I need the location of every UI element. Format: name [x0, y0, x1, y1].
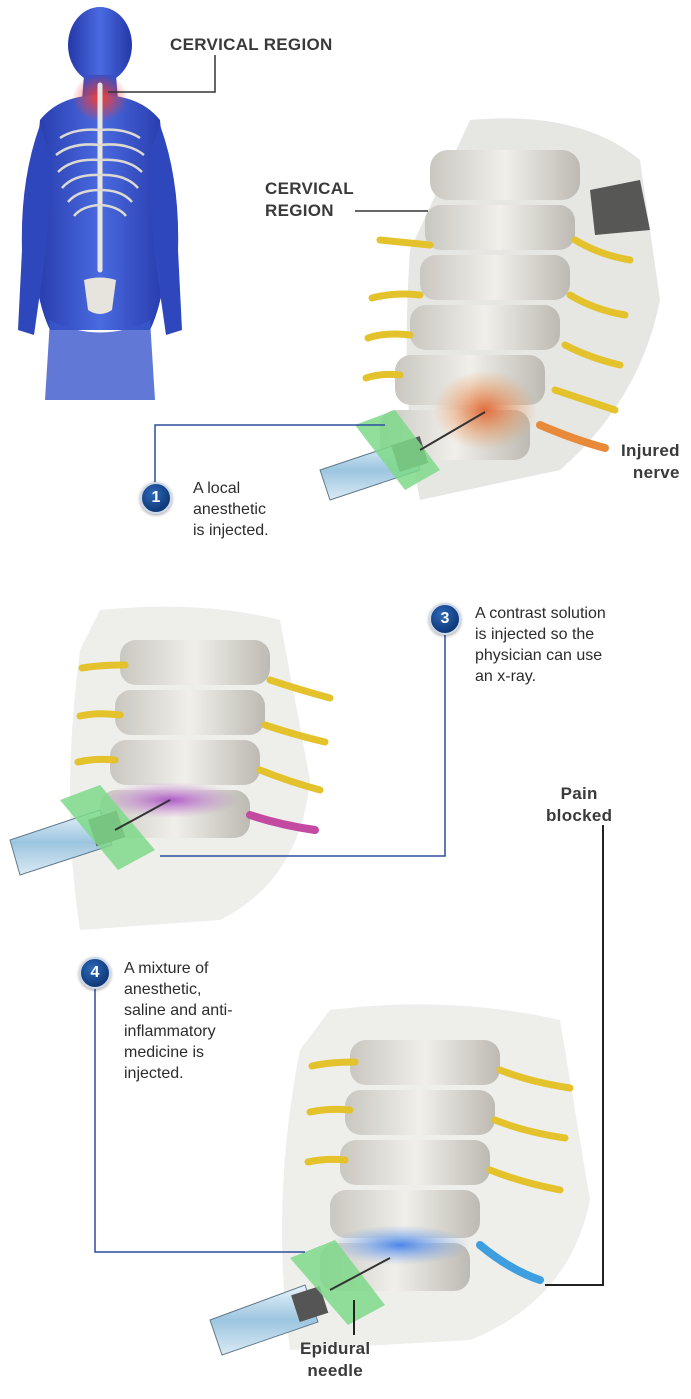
step-3-text: A contrast solution is injected so the p…: [475, 603, 606, 687]
injured-nerve-line1: Injured: [621, 440, 680, 462]
epidural-needle-line1: Epidural: [300, 1338, 370, 1360]
spine-panel-1: [320, 118, 660, 500]
cervical-region-line1: CERVICAL: [265, 178, 354, 200]
epidural-needle-line2: needle: [300, 1360, 370, 1382]
spine-panel-4: [210, 1004, 590, 1355]
cervical-region-label: CERVICAL REGION: [265, 178, 354, 222]
step-1-badge: 1: [140, 482, 172, 514]
spine-panel-3: [10, 607, 330, 930]
cervical-region-line2: REGION: [265, 200, 354, 222]
pain-blocked-line1: Pain: [546, 783, 612, 805]
step-4-text: A mixture of anesthetic, saline and anti…: [124, 958, 233, 1084]
step-1-text: A local anesthetic is injected.: [193, 478, 269, 541]
step-3-badge: 3: [429, 603, 461, 635]
step-4-badge: 4: [79, 957, 111, 989]
pain-blocked-line2: blocked: [546, 805, 612, 827]
cervical-region-label-top: CERVICAL REGION: [170, 34, 333, 56]
injured-nerve-label: Injured nerve: [621, 440, 680, 484]
human-body-figure: [18, 7, 182, 400]
pain-blocked-label: Pain blocked: [546, 783, 612, 827]
epidural-needle-label: Epidural needle: [300, 1338, 370, 1382]
injured-nerve-line2: nerve: [621, 462, 680, 484]
